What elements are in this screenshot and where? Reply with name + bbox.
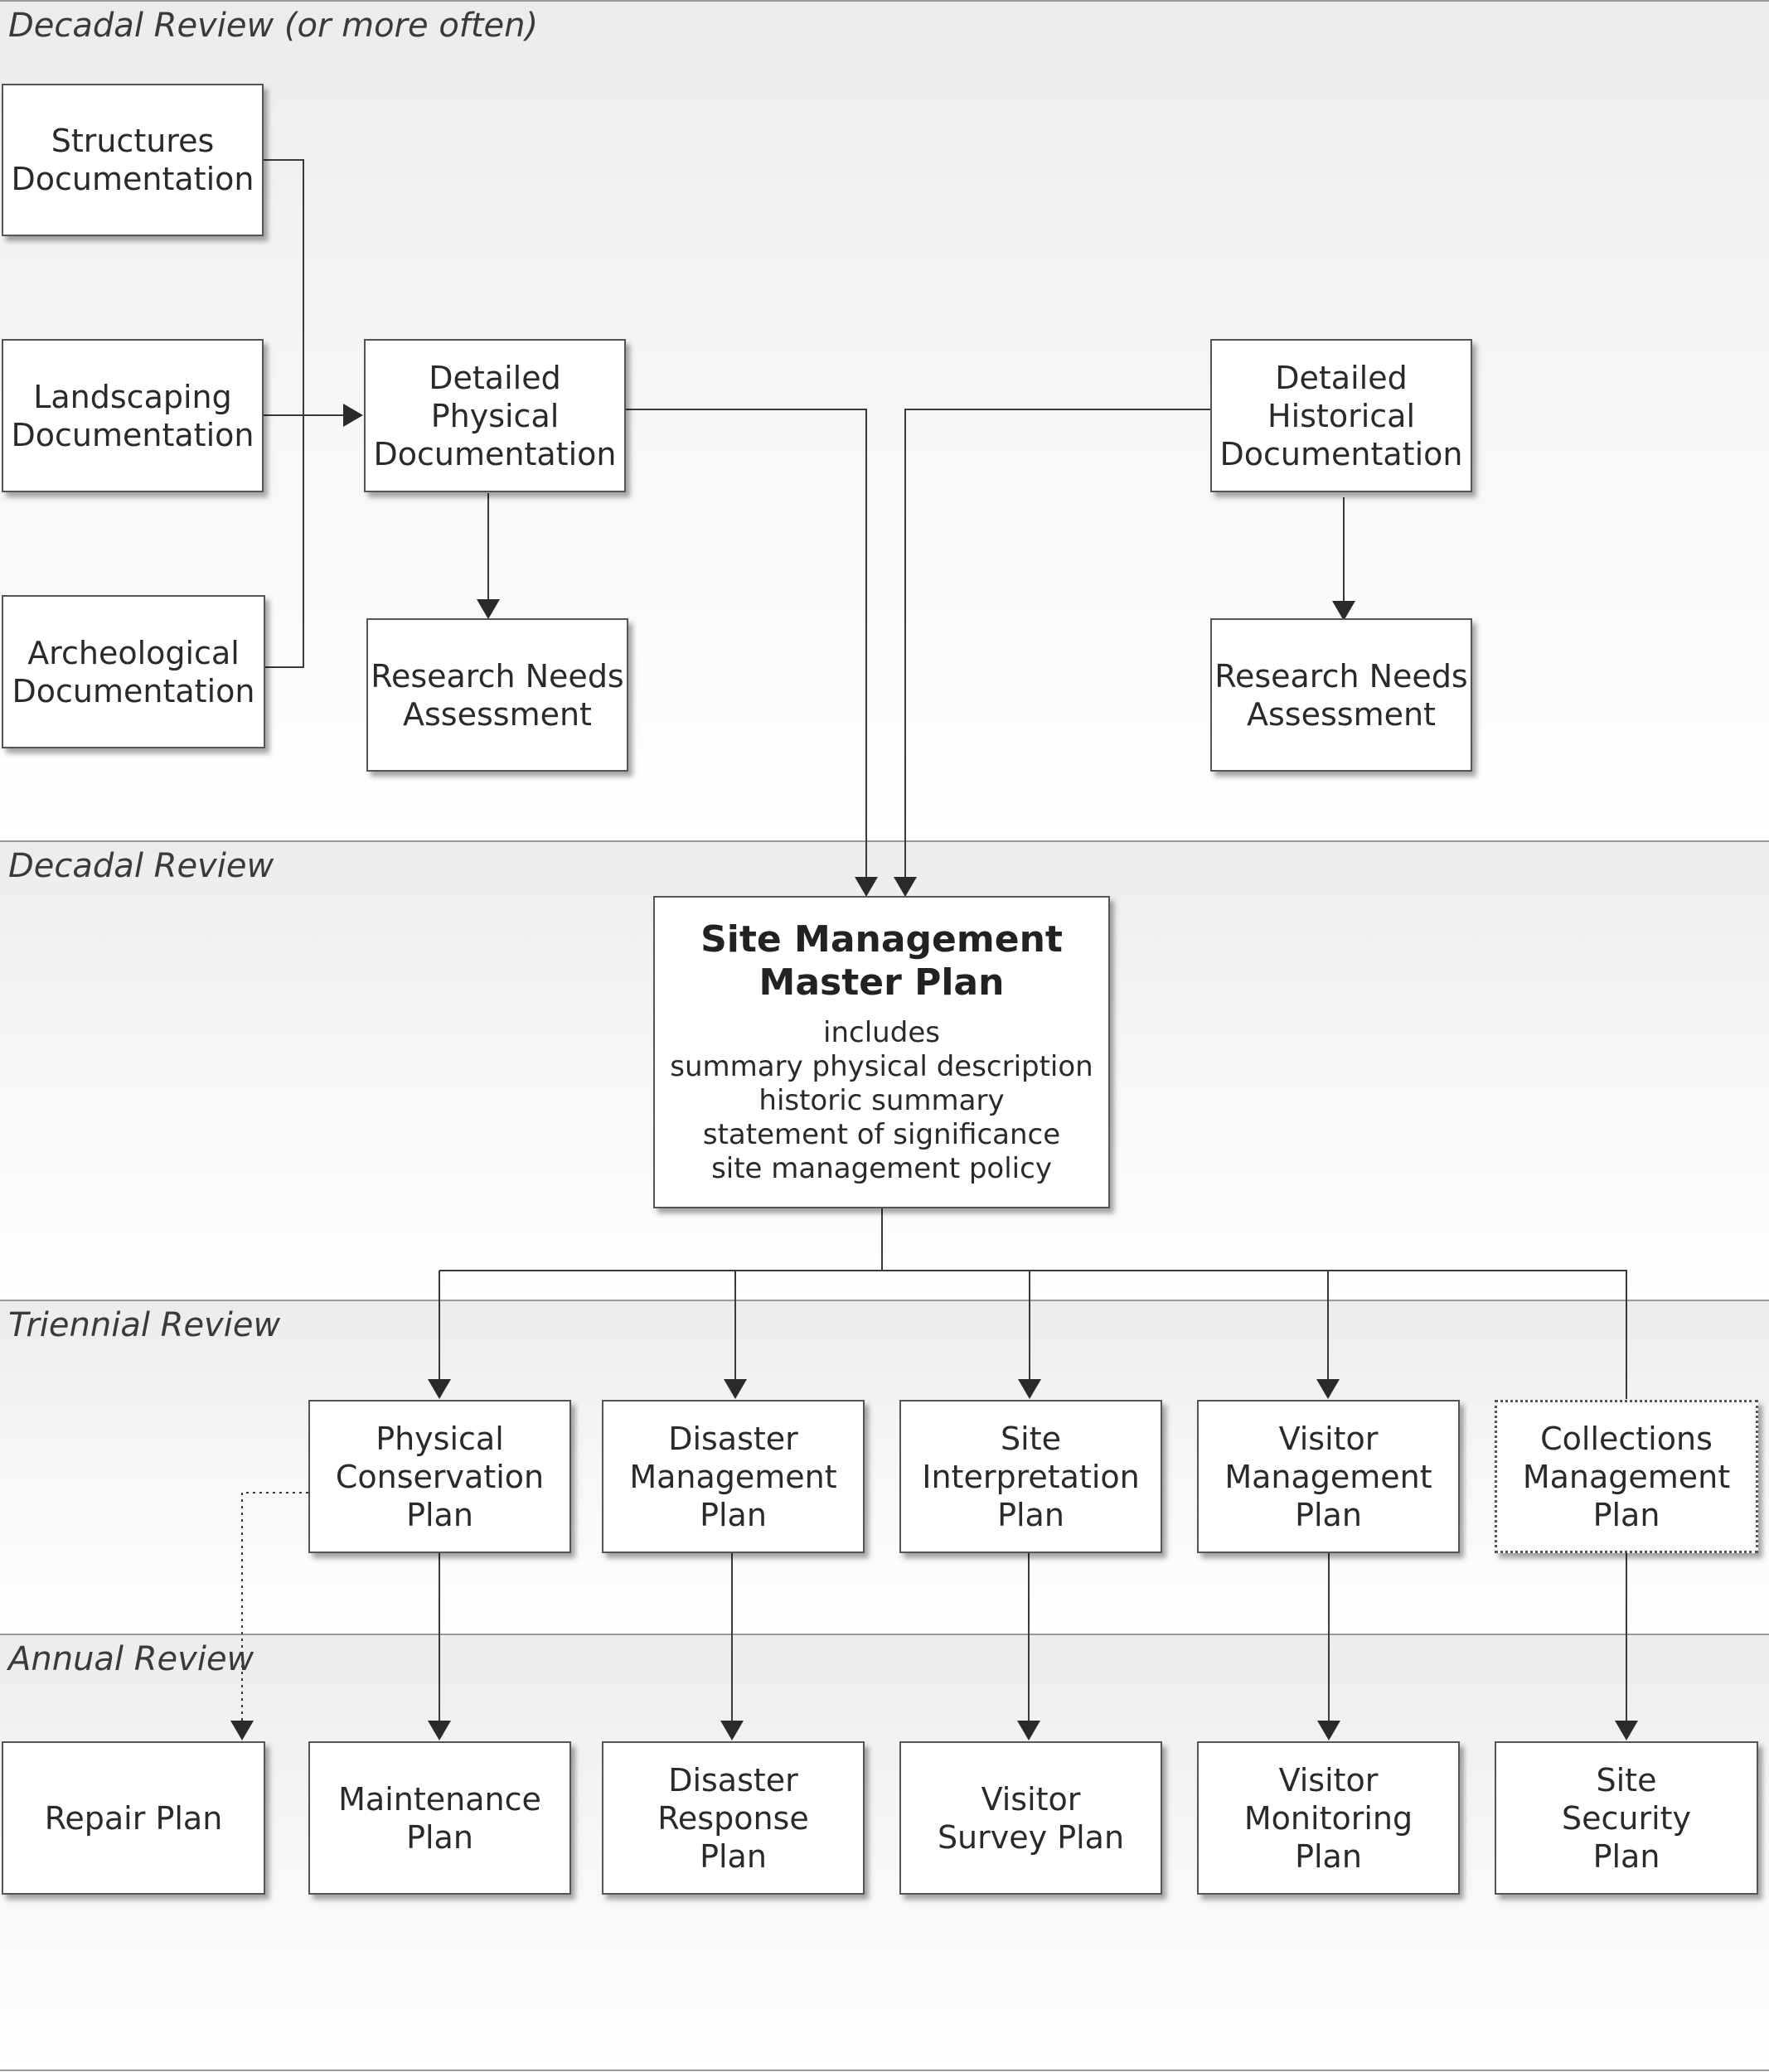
box-label: Physical Conservation Plan	[335, 1420, 545, 1533]
landscaping-documentation-box: Landscaping Documentation	[2, 339, 264, 492]
box-label: Research Needs Assessment	[371, 657, 624, 733]
box-label: Disaster Management Plan	[629, 1420, 837, 1533]
band-decadal-often: Decadal Review (or more often)	[0, 0, 1769, 842]
box-label: Collections Management Plan	[1522, 1420, 1731, 1533]
disaster-management-plan-box: Disaster Management Plan	[602, 1400, 865, 1553]
research-needs-assessment-box: Research Needs Assessment	[1210, 618, 1472, 772]
box-label: Visitor Survey Plan	[937, 1780, 1125, 1856]
connector-master-bus	[439, 1270, 1627, 1399]
box-label: Structures Documentation	[11, 123, 254, 197]
box-label: Disaster Response Plan	[657, 1761, 809, 1875]
disaster-response-plan-box: Disaster Response Plan	[602, 1741, 865, 1895]
master-plan-line: includes	[823, 1016, 940, 1049]
master-plan-line: statement of significance	[702, 1118, 1061, 1151]
band-label: Decadal Review (or more often)	[8, 7, 539, 45]
box-label: Visitor Monitoring Plan	[1243, 1761, 1413, 1875]
box-label: Visitor Management Plan	[1224, 1420, 1432, 1533]
bottom-rule	[0, 2070, 1769, 2071]
site-interpretation-plan-box: Site Interpretation Plan	[899, 1400, 1162, 1553]
band-label: Annual Review	[8, 1640, 254, 1678]
connector-historical-to-master	[894, 409, 1210, 897]
physical-conservation-plan-box: Physical Conservation Plan	[308, 1400, 571, 1553]
collections-management-plan-box: Collections Management Plan	[1495, 1400, 1758, 1553]
connector-to-repair-dotted	[230, 1492, 308, 1740]
connector-physical-to-master	[626, 409, 878, 897]
site-security-plan-box: Site Security Plan	[1495, 1741, 1758, 1895]
box-label: Repair Plan	[44, 1799, 223, 1837]
visitor-management-plan-box: Visitor Management Plan	[1197, 1400, 1460, 1553]
archeological-documentation-box: Archeological Documentation	[2, 595, 265, 748]
detailed-historical-documentation-box: Detailed Historical Documentation	[1210, 339, 1472, 492]
box-label: Detailed Historical Documentation	[1219, 359, 1463, 472]
box-label: Archeological Documentation	[12, 634, 255, 709]
maintenance-plan-box: Maintenance Plan	[308, 1741, 571, 1895]
master-plan-title: Site Management Master Plan	[700, 918, 1063, 1004]
master-plan-line: historic summary	[758, 1084, 1005, 1117]
box-label: Maintenance Plan	[338, 1780, 541, 1856]
connector-structures	[264, 159, 304, 668]
band-annual: Annual Review	[0, 1634, 1769, 2071]
structures-documentation-box: Structures Documentation	[2, 84, 264, 236]
visitor-monitoring-plan-box: Visitor Monitoring Plan	[1197, 1741, 1460, 1895]
box-label: Site Interpretation Plan	[922, 1420, 1140, 1533]
master-plan-line: summary physical description	[670, 1050, 1093, 1083]
band-label: Triennial Review	[8, 1306, 281, 1344]
box-label: Site Security Plan	[1561, 1761, 1692, 1875]
box-label: Landscaping Documentation	[11, 378, 254, 453]
detailed-physical-documentation-box: Detailed Physical Documentation	[364, 339, 626, 492]
repair-plan-box: Repair Plan	[2, 1741, 265, 1895]
band-triennial: Triennial Review	[0, 1300, 1769, 1635]
band-label: Decadal Review	[8, 847, 274, 885]
box-label: Detailed Physical Documentation	[373, 359, 617, 472]
site-management-master-plan-box: Site Management Master Plan includes sum…	[653, 896, 1110, 1208]
research-needs-assessment-box: Research Needs Assessment	[366, 618, 628, 772]
box-label: Research Needs Assessment	[1214, 657, 1468, 733]
visitor-survey-plan-box: Visitor Survey Plan	[899, 1741, 1162, 1895]
master-plan-line: site management policy	[711, 1152, 1052, 1185]
